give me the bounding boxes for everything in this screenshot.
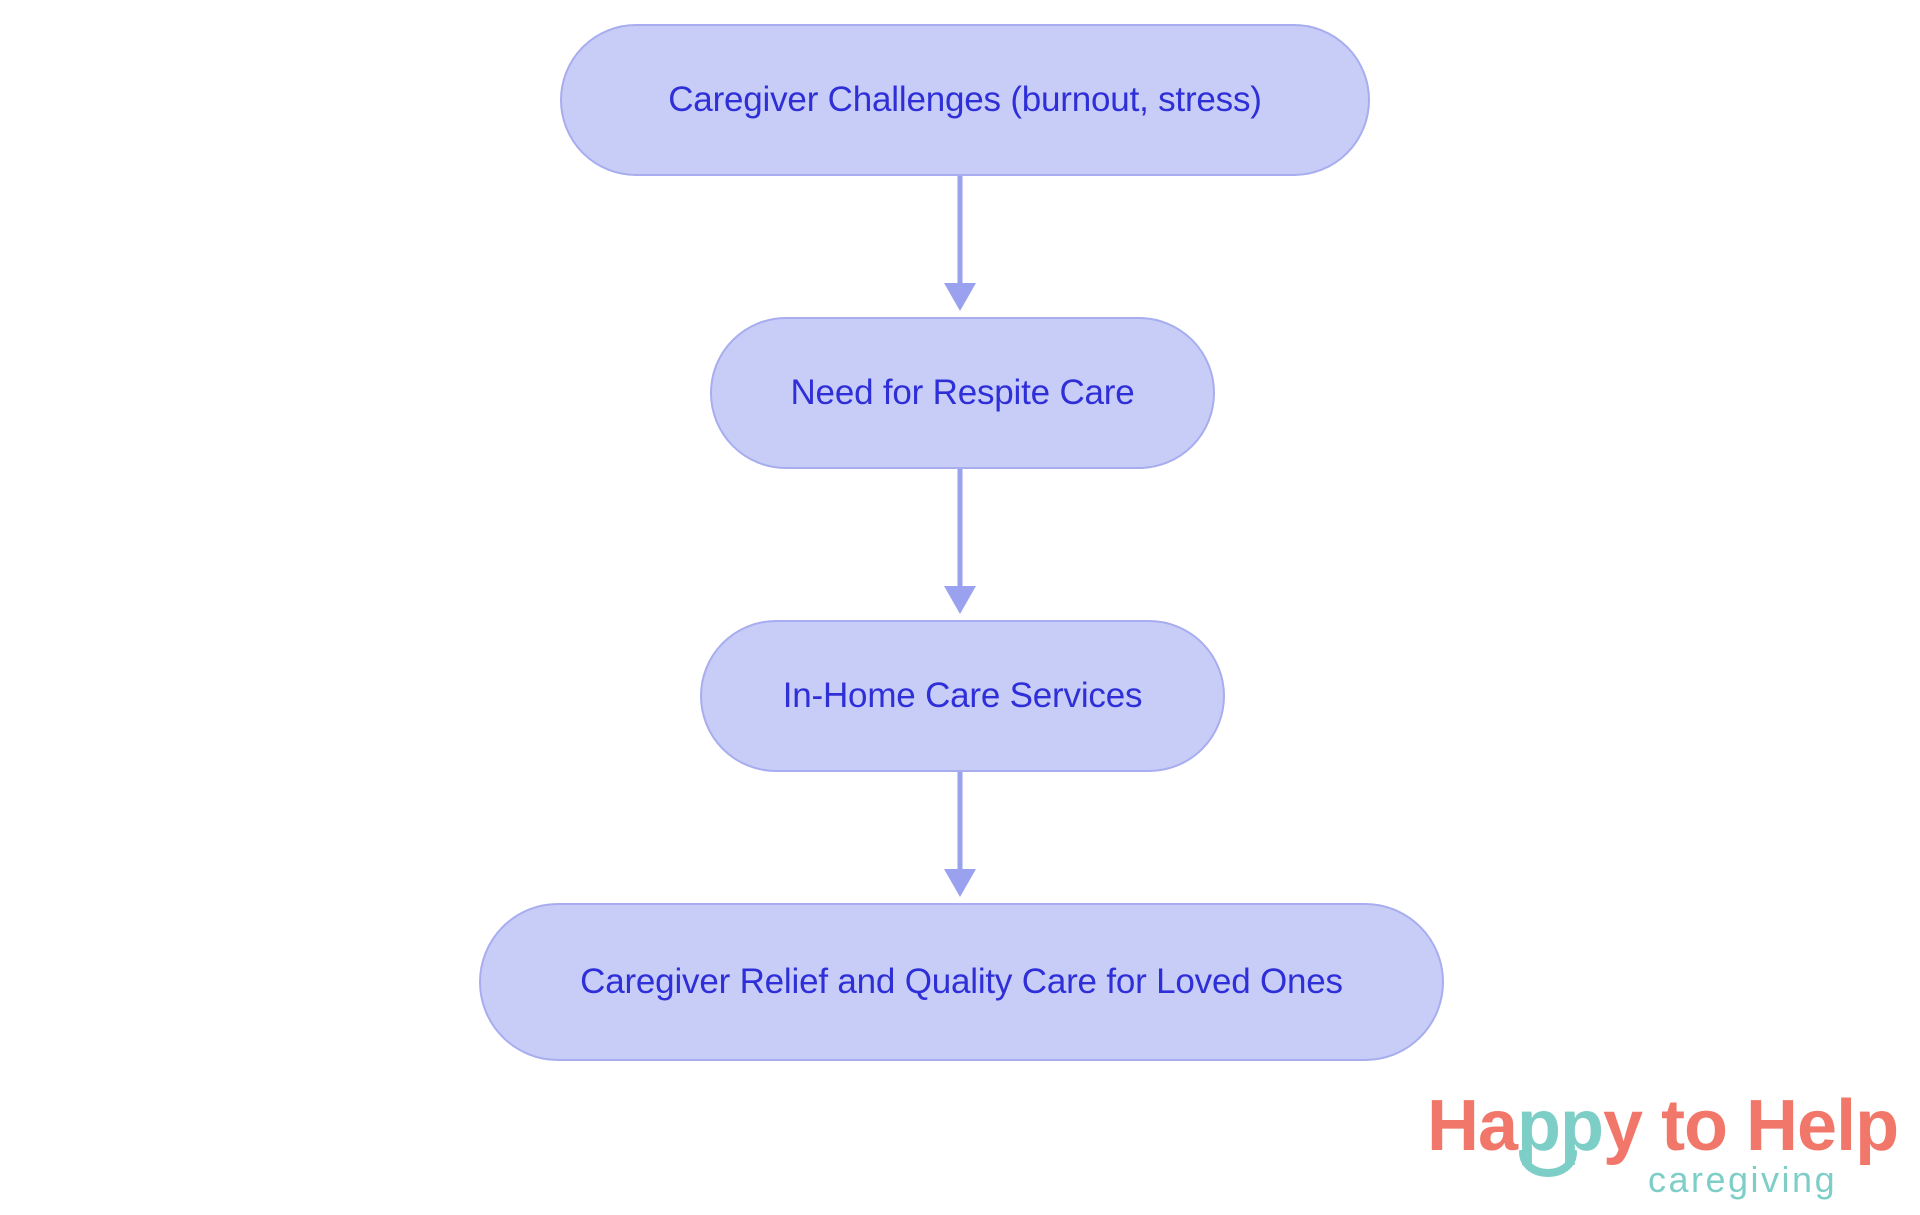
brand-logo: Happy to Help caregiving	[1427, 1090, 1899, 1210]
logo-wordmark: Happy to Help	[1427, 1090, 1899, 1162]
flow-node-need-for-respite-care[interactable]: Need for Respite Care	[710, 317, 1215, 469]
edge-in-home-care-services-to-caregiver-relief	[944, 772, 976, 897]
edge-need-for-respite-care-to-in-home-care-services	[944, 469, 976, 614]
flow-node-caregiver-challenges[interactable]: Caregiver Challenges (burnout, stress)	[560, 24, 1370, 176]
logo-letter-y: y	[1603, 1086, 1643, 1166]
logo-word-to-help-text: to Help	[1661, 1086, 1899, 1166]
flow-node-label: In-Home Care Services	[782, 675, 1143, 715]
logo-letters-pp: pp	[1517, 1086, 1604, 1166]
smile-arc-icon	[1519, 1150, 1577, 1177]
logo-letter-h: H	[1427, 1086, 1479, 1166]
logo-word-to-help	[1642, 1086, 1661, 1166]
flow-node-label: Need for Respite Care	[790, 372, 1135, 412]
flow-node-in-home-care-services[interactable]: In-Home Care Services	[700, 620, 1225, 772]
flow-node-label: Caregiver Relief and Quality Care for Lo…	[580, 961, 1343, 1001]
flow-node-caregiver-relief[interactable]: Caregiver Relief and Quality Care for Lo…	[479, 903, 1444, 1061]
flow-node-label: Caregiver Challenges (burnout, stress)	[668, 79, 1262, 119]
logo-tagline: caregiving	[1648, 1159, 1838, 1200]
edge-caregiver-challenges-to-need-for-respite-care	[944, 176, 976, 311]
logo-letter-a: a	[1478, 1086, 1518, 1166]
